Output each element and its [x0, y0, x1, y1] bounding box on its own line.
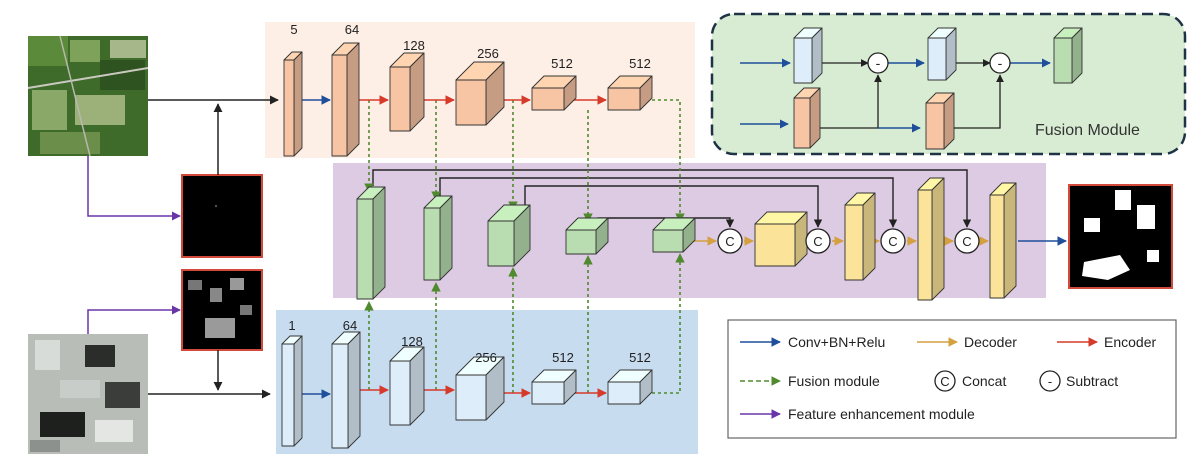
legend-item-encoder: Encoder [1057, 334, 1156, 350]
optical-channel-label: 512 [629, 56, 651, 71]
sar-encoder-block [281, 335, 303, 447]
legend-subtract-label: Subtract [1066, 373, 1118, 389]
legend-item-concat: C Concat [934, 370, 1006, 392]
concat-node: C [805, 228, 831, 254]
concat-symbol: C [888, 234, 897, 249]
sar-channel-label: 256 [475, 350, 497, 365]
fusion-block [356, 186, 386, 300]
fusion-module-sar-block [927, 27, 957, 81]
skip-connection [439, 177, 898, 228]
sar-input-image [28, 334, 148, 454]
optical-channel-label: 512 [551, 56, 573, 71]
sar-channel-label: 512 [629, 350, 651, 365]
concat-node: C [954, 228, 980, 254]
sar-encoder-block [389, 346, 425, 426]
fusion-module-sar-block [793, 27, 823, 84]
output-change-map [1068, 184, 1173, 289]
decoder-block [989, 182, 1017, 299]
skip-connection [524, 185, 823, 228]
optical-encoder-block [389, 52, 425, 132]
legend-subtract-symbol: - [1048, 374, 1052, 389]
legend-decoder-label: Decoder [964, 334, 1017, 350]
fusion-block [423, 195, 453, 281]
fusion-block [487, 204, 531, 267]
sar-encoder-block [455, 356, 505, 421]
concat-nodes: C C C C [717, 228, 980, 254]
legend-item-fusion: Fusion module [740, 373, 880, 389]
sar-channel-label: 1 [288, 318, 295, 333]
sar-channel-label: 512 [552, 350, 574, 365]
fusion-module-optical-block [925, 92, 955, 150]
legend-encoder-label: Encoder [1104, 334, 1156, 350]
optical-encoder-block [283, 51, 303, 157]
optical-encoder-block [531, 75, 577, 111]
optical-encoder-block [331, 42, 360, 157]
concat-symbol: C [813, 234, 822, 249]
sar-encoder-block [531, 369, 577, 405]
subtract-symbol: - [876, 55, 881, 71]
fusion-module-optical-block [793, 87, 821, 149]
optical-channel-label: 5 [290, 22, 297, 37]
concat-symbol: C [962, 234, 971, 249]
feature-enhanced-optical-image [181, 174, 263, 258]
fusion-module-output-block [1053, 27, 1083, 84]
legend-conv-label: Conv+BN+Relu [788, 334, 885, 350]
optical-channel-label: 128 [403, 38, 425, 53]
optical-encoder-block [455, 61, 505, 126]
legend-concat-label: Concat [962, 373, 1006, 389]
optical-input-image [27, 35, 149, 157]
concat-symbol: C [725, 234, 734, 249]
blocks [281, 27, 1083, 449]
decoder-block [917, 177, 945, 301]
subtract-nodes: - - [867, 52, 1011, 74]
decoder-block [844, 192, 876, 281]
legend-feature-label: Feature enhancement module [788, 406, 975, 422]
concat-node: C [880, 228, 906, 254]
optical-channel-label: 256 [477, 46, 499, 61]
sar-encoder-block [331, 331, 361, 449]
legend-concat-symbol: C [940, 374, 949, 389]
sar-encoder-block [607, 369, 653, 405]
fusion-arrow [640, 99, 685, 223]
subtract-symbol: - [998, 55, 1003, 71]
sar-channel-labels: 1 64 128 256 512 512 [288, 318, 650, 365]
concat-node: C [717, 228, 743, 254]
fusion-arrow [640, 253, 685, 394]
legend-item-feature: Feature enhancement module [740, 406, 975, 422]
fusion-block [652, 217, 696, 253]
legend-fusion-label: Fusion module [788, 373, 880, 389]
legend-item-conv: Conv+BN+Relu [740, 334, 885, 350]
feature-enhanced-sar-image [181, 269, 263, 351]
fusion-block [565, 217, 609, 255]
fusion-arrows [364, 99, 685, 394]
subtract-node: - [989, 52, 1011, 74]
subtract-node: - [867, 52, 889, 74]
optical-channel-label: 64 [345, 22, 359, 37]
optical-channel-labels: 5 64 128 256 512 512 [290, 22, 650, 71]
decoder-block [754, 211, 808, 267]
fusion-module-title: Fusion Module [1035, 122, 1140, 139]
skip-connection [372, 169, 972, 228]
input-connectors [87, 95, 279, 399]
legend-box: Conv+BN+Relu Decoder Encoder Fusion modu… [727, 319, 1177, 439]
sar-channel-label: 128 [401, 334, 423, 349]
sar-channel-label: 64 [343, 318, 357, 333]
optical-encoder-block [607, 75, 653, 111]
fusion-module-internals [740, 58, 1051, 133]
legend-item-subtract: - Subtract [1039, 370, 1118, 392]
legend-item-decoder: Decoder [917, 334, 1017, 350]
